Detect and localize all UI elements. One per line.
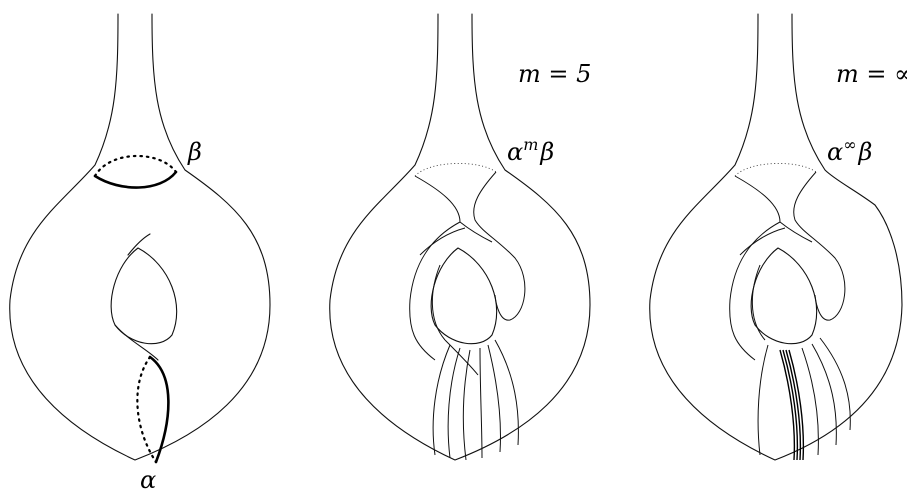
strand xyxy=(479,347,483,459)
strand xyxy=(487,344,501,453)
strand xyxy=(432,344,451,456)
beta-curve-back xyxy=(93,154,178,178)
handle-hole xyxy=(110,247,178,345)
label-alpha-m-beta: αmβ xyxy=(507,135,554,166)
twisted-curve-inner xyxy=(473,171,526,321)
label-m-equals-infinity: m = ∞ xyxy=(836,60,907,88)
alpha-curve-back xyxy=(136,355,158,464)
strand xyxy=(494,339,519,446)
handle-hole xyxy=(750,247,818,345)
strand xyxy=(757,344,769,456)
label-alpha: α xyxy=(140,466,156,489)
surface-outline xyxy=(9,13,271,461)
twisted-curve-mid xyxy=(739,221,813,341)
panel-left: β α xyxy=(9,13,271,489)
surface-outline xyxy=(649,13,903,461)
handle-hole xyxy=(430,247,498,345)
strand xyxy=(801,347,819,456)
handle-fold xyxy=(114,233,159,361)
twisted-curve-outer xyxy=(409,175,461,361)
meridian-dotted xyxy=(734,163,817,177)
strand xyxy=(788,349,805,461)
strand xyxy=(462,349,471,461)
strand xyxy=(782,349,799,461)
strand xyxy=(779,349,796,461)
alpha-curve-front xyxy=(148,355,170,464)
strand xyxy=(444,339,479,376)
twisted-curve-inner xyxy=(793,171,846,321)
label-beta: β xyxy=(187,138,202,166)
twisted-curve-outer xyxy=(729,175,781,361)
strand xyxy=(811,343,837,446)
beta-curve-front xyxy=(93,170,178,189)
label-alpha-inf-beta: α∞β xyxy=(827,135,872,166)
panel-right: m = ∞ α∞β xyxy=(649,13,907,461)
strand xyxy=(785,349,802,461)
twisted-curve-mid xyxy=(419,221,493,341)
surface-outline xyxy=(329,13,591,461)
meridian-dotted xyxy=(414,163,497,177)
twist-strands-limit xyxy=(757,337,851,461)
twist-strands xyxy=(432,339,519,461)
strand xyxy=(447,347,461,459)
panel-middle: m = 5 αmβ xyxy=(329,13,591,461)
strand xyxy=(819,337,851,431)
label-m-equals-5: m = 5 xyxy=(518,60,591,88)
